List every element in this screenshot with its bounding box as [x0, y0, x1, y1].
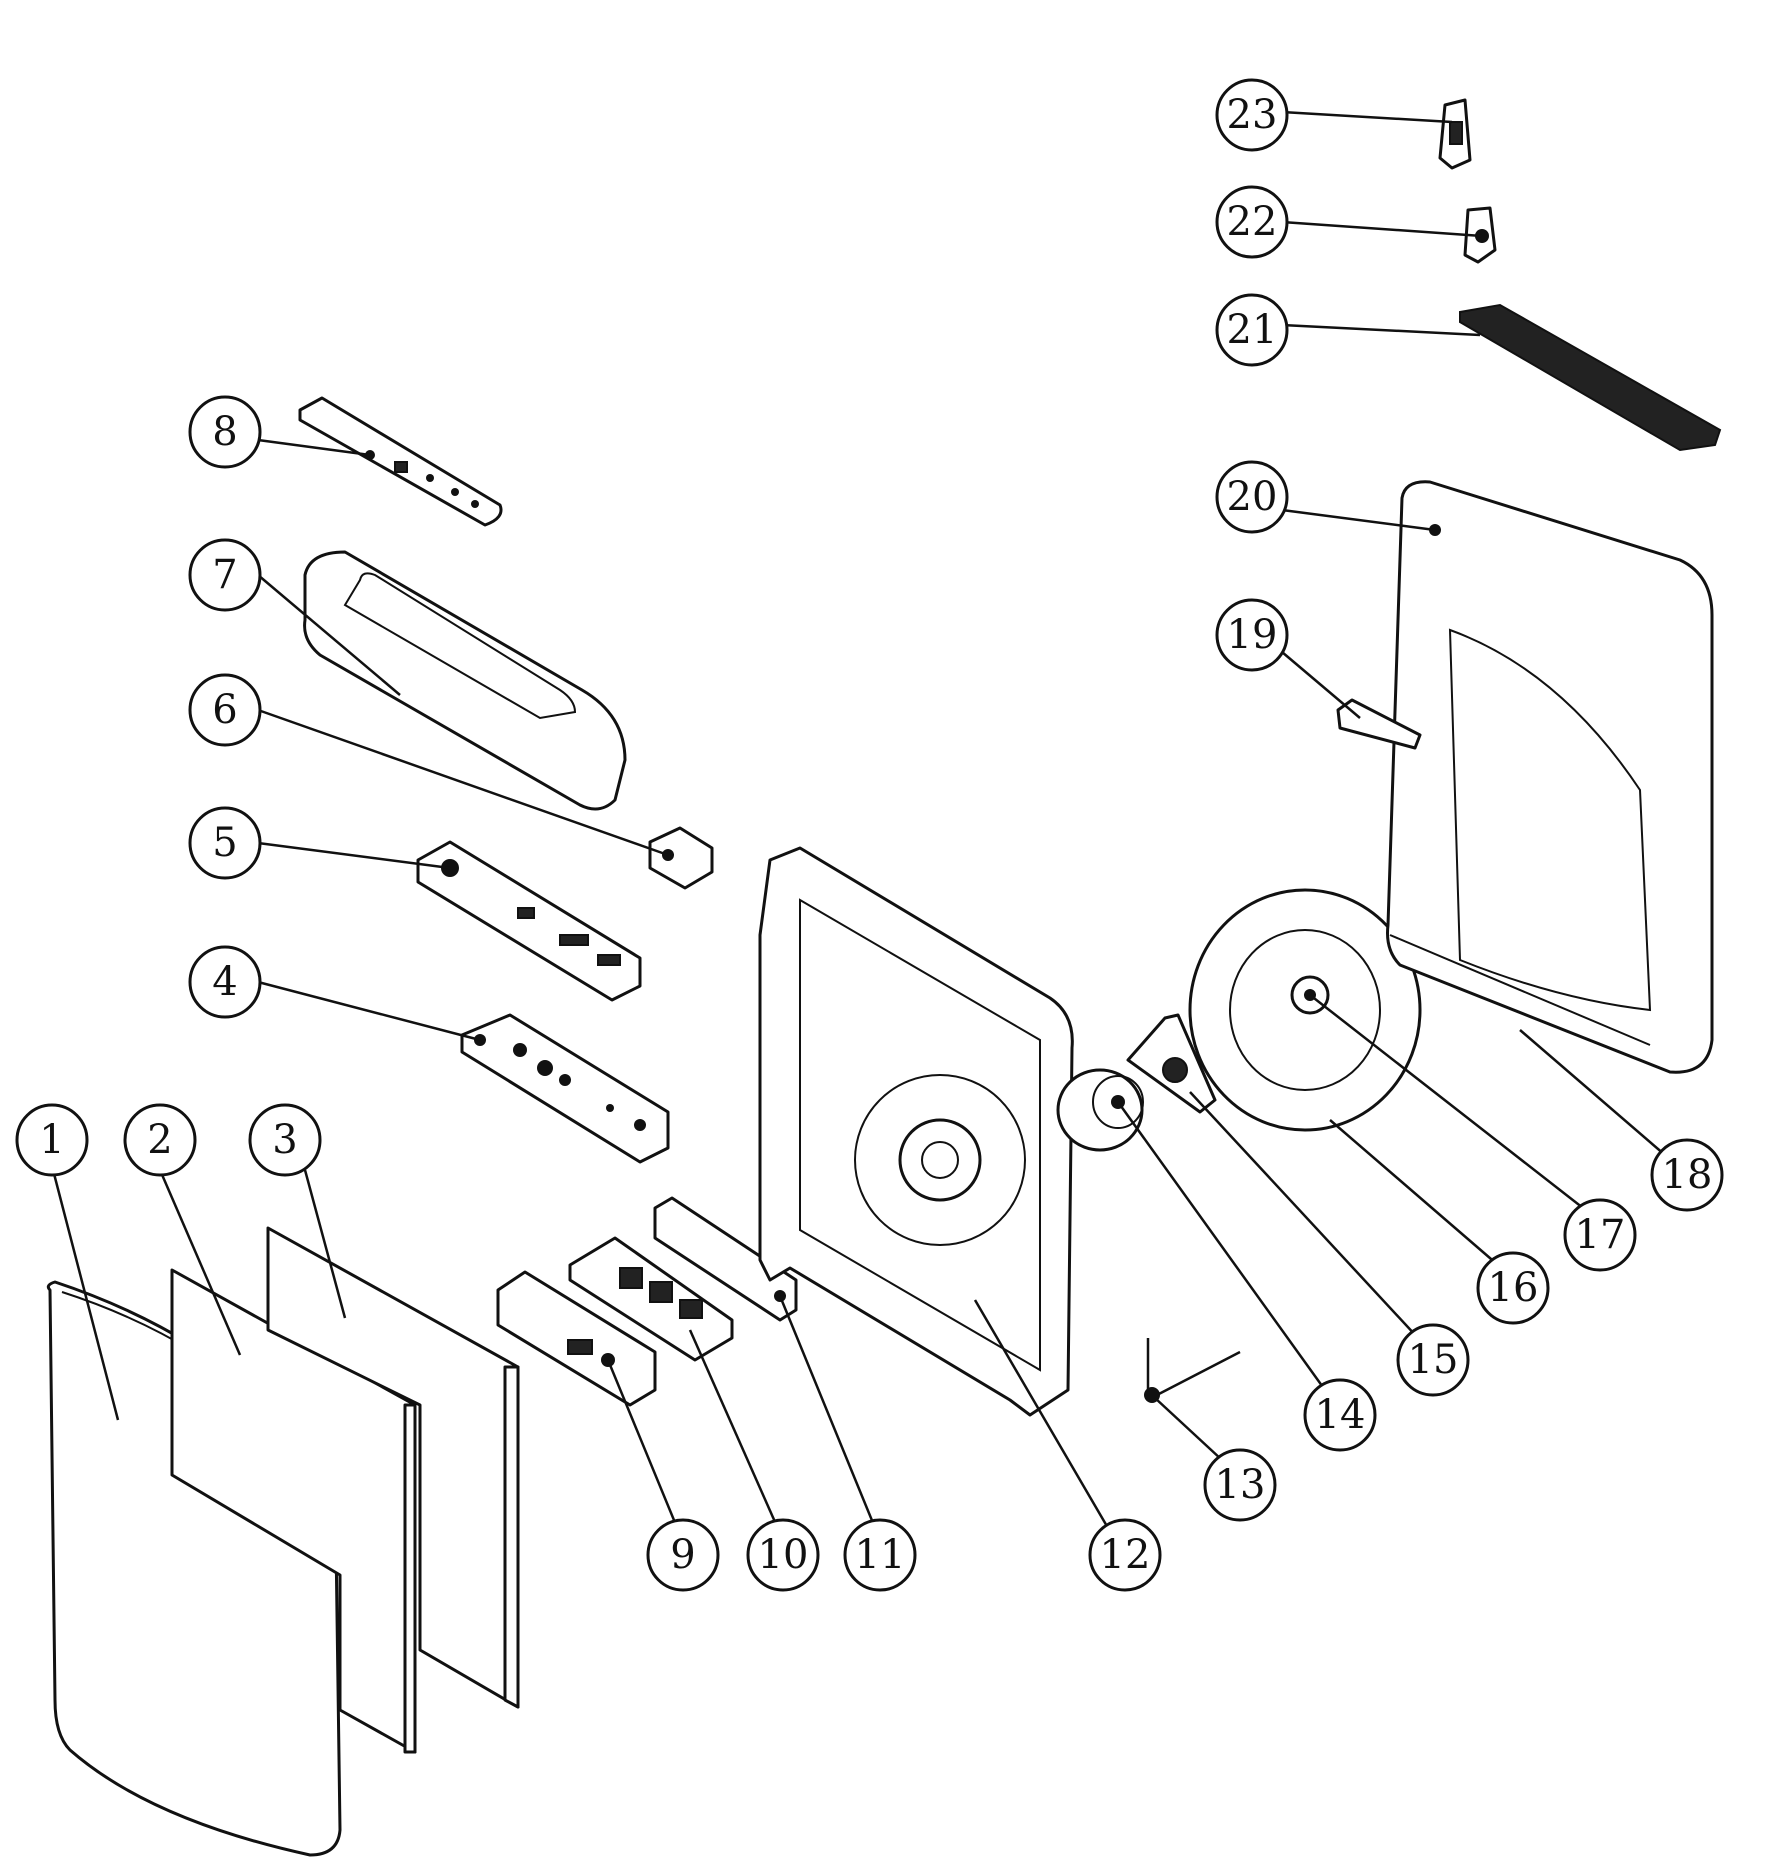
part-18-housing-base — [1389, 934, 1651, 1046]
callout-2: 2 — [123, 1103, 197, 1177]
callout-label: 16 — [1488, 1265, 1539, 1311]
callout-3: 3 — [248, 1103, 322, 1177]
callout-19: 19 — [1215, 598, 1289, 672]
part-6-switch-block — [648, 826, 714, 890]
part-11-bracket-bar — [653, 1196, 798, 1322]
part-10-board-components — [619, 1267, 703, 1319]
part-12-fan-grille — [854, 1074, 1026, 1246]
part-4-board-components — [474, 1034, 646, 1131]
callout-label: 20 — [1227, 474, 1278, 520]
callout-10: 10 — [746, 1518, 820, 1592]
part-7-top-cover-window — [343, 572, 577, 720]
callout-label: 1 — [39, 1117, 64, 1163]
callout-23: 23 — [1215, 78, 1289, 152]
part-19-clip — [1336, 698, 1422, 750]
callout-label: 23 — [1227, 92, 1278, 138]
callout-17: 17 — [1563, 1198, 1637, 1272]
part-9-power-module — [496, 1270, 657, 1407]
callout-4: 4 — [188, 945, 262, 1019]
callout-label: 13 — [1215, 1462, 1266, 1508]
part-14-motor — [1056, 1068, 1144, 1152]
callout-label: 19 — [1227, 612, 1278, 658]
leader-lines — [50, 110, 1666, 1543]
callout-8: 8 — [188, 395, 262, 469]
part-16-blower-wheel — [1188, 888, 1422, 1132]
callout-15: 15 — [1396, 1323, 1470, 1397]
callout-label: 6 — [212, 687, 237, 733]
callout-label: 9 — [670, 1532, 695, 1578]
part-18-housing-inner — [1448, 628, 1652, 1012]
callout-13: 13 — [1203, 1448, 1277, 1522]
callout-21: 21 — [1215, 293, 1289, 367]
callout-label: 18 — [1662, 1152, 1713, 1198]
callout-label: 14 — [1315, 1392, 1366, 1438]
callout-14: 14 — [1303, 1378, 1377, 1452]
part-2-filter-side — [403, 1403, 417, 1754]
part-7-top-cover — [303, 550, 627, 811]
callout-16: 16 — [1476, 1251, 1550, 1325]
callout-label: 11 — [855, 1532, 906, 1578]
callout-9: 9 — [646, 1518, 720, 1592]
callout-label: 4 — [212, 959, 237, 1005]
callout-label: 3 — [272, 1117, 297, 1163]
callout-label: 8 — [212, 409, 237, 455]
callout-label: 10 — [758, 1532, 809, 1578]
part-3-filter-side — [503, 1365, 520, 1709]
part-5-panel-bracket — [416, 840, 642, 1002]
part-21-top-grille — [1459, 303, 1722, 452]
part-18-rear-housing — [1386, 480, 1714, 1074]
callout-label: 22 — [1227, 199, 1278, 245]
callout-label: 21 — [1227, 307, 1278, 353]
callout-label: 15 — [1408, 1337, 1459, 1383]
callout-20: 20 — [1215, 460, 1289, 534]
callout-1: 1 — [15, 1103, 89, 1177]
callout-12: 12 — [1088, 1518, 1162, 1592]
callout-11: 11 — [843, 1518, 917, 1592]
callout-label: 5 — [212, 820, 237, 866]
callout-label: 7 — [212, 552, 237, 598]
part-13-wire-clip — [1144, 1338, 1241, 1403]
callout-label: 12 — [1100, 1532, 1151, 1578]
callout-22: 22 — [1215, 185, 1289, 259]
callout-5: 5 — [188, 806, 262, 880]
callout-label: 2 — [147, 1117, 172, 1163]
callout-label: 17 — [1575, 1212, 1626, 1258]
callout-18: 18 — [1650, 1138, 1724, 1212]
callout-7: 7 — [188, 538, 262, 612]
part-12-chassis-inner — [799, 898, 1041, 1372]
part-4-control-board — [460, 1013, 670, 1164]
callout-6: 6 — [188, 673, 262, 747]
